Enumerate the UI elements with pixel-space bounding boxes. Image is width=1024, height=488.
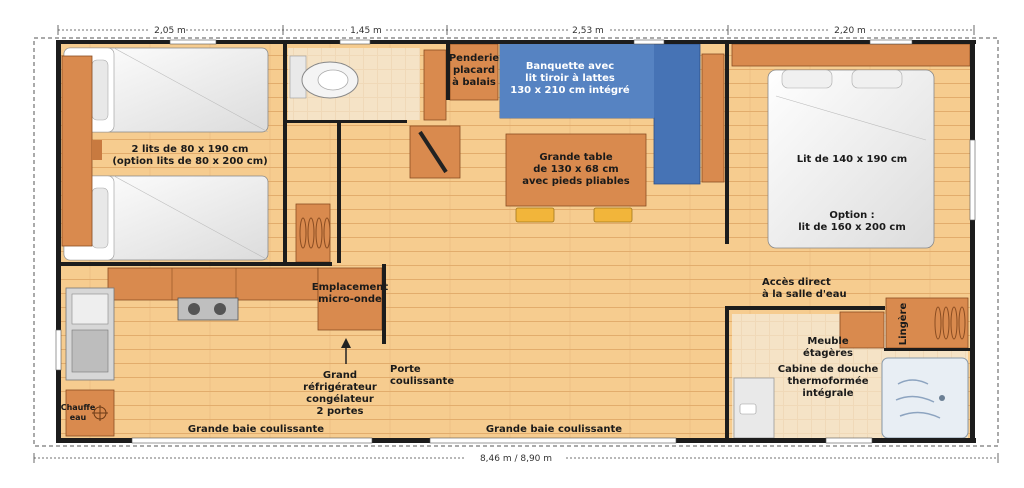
dim-top-4: 2,20 m (834, 26, 866, 36)
wardrobe-left (61, 55, 93, 247)
label-shower-2: thermoformée (787, 375, 868, 387)
fridge-arrow (341, 338, 351, 364)
dim-top-3: 2,53 m (572, 26, 604, 36)
chair-icon (593, 207, 633, 223)
dim-top-2: 1,45 m (350, 26, 382, 36)
bathroom (732, 297, 969, 440)
label-beds-twin-2: (option lits de 80 x 200 cm) (112, 156, 267, 167)
label-acces-2: à la salle d'eau (762, 288, 847, 300)
window (869, 39, 913, 45)
label-penderie-2: placard (453, 65, 495, 76)
dim-top-1: 2,05 m (154, 26, 186, 36)
label-fridge-1: Grand (323, 370, 357, 381)
label-banquette-2: lit tiroir à lattes (525, 72, 615, 84)
label-option-2: lit de 160 x 200 cm (798, 222, 906, 233)
shelf-unit (295, 203, 331, 263)
label-shower-1: Cabine de douche (778, 364, 879, 375)
top-dimensions (57, 25, 975, 35)
windows (55, 39, 976, 444)
label-chauffe-1: Chauffe (61, 403, 96, 412)
label-shower-3: intégrale (802, 387, 853, 399)
label-acces-1: Accès direct (762, 276, 831, 288)
label-table-2: de 130 x 68 cm (533, 164, 618, 175)
label-lingere: Lingère (897, 302, 909, 345)
label-table-1: Grande table (539, 152, 613, 163)
double-bed (767, 69, 935, 249)
label-penderie-1: Penderie (449, 53, 500, 64)
dim-bottom: 8,46 m / 8,90 m (480, 454, 552, 464)
sliding-window (429, 437, 677, 444)
twin-bedroom (61, 47, 331, 263)
label-beds-twin-1: 2 lits de 80 x 190 cm (132, 144, 249, 155)
kitchen-counter (107, 267, 319, 301)
label-double-bed: Lit de 140 x 190 cm (797, 154, 907, 165)
sliding-window (131, 437, 373, 444)
chair-icon (515, 207, 555, 223)
label-baie-left: Grande baie coulissante (188, 424, 324, 435)
label-fridge-4: 2 portes (317, 406, 364, 417)
label-micro-2: micro-onde (318, 294, 382, 305)
window (55, 329, 62, 371)
label-porte-2: coulissante (390, 376, 454, 387)
double-bedroom (731, 43, 971, 249)
label-micro-1: Emplacement (312, 282, 389, 293)
label-banquette-3: 130 x 210 cm intégré (510, 84, 630, 96)
cooktop (177, 297, 239, 321)
label-meuble-1: Meuble (807, 336, 848, 347)
window (339, 39, 371, 45)
kitchen (65, 267, 383, 437)
micro-onde-space (317, 267, 383, 331)
wc-room (288, 48, 447, 121)
label-chauffe-2: eau (70, 413, 87, 422)
label-fridge-3: congélateur (306, 393, 374, 405)
window (633, 39, 665, 45)
label-penderie-3: à balais (452, 76, 496, 88)
window (169, 39, 217, 45)
penderie-closet (449, 43, 499, 101)
window (825, 437, 873, 444)
dining-table (505, 133, 647, 207)
label-option-1: Option : (829, 210, 874, 221)
window (969, 139, 976, 221)
label-fridge-2: réfrigérateur (303, 381, 377, 393)
label-porte-1: Porte (390, 364, 421, 375)
label-table-3: avec pieds pliables (522, 176, 630, 187)
label-meuble-2: étagères (803, 347, 853, 359)
label-banquette-1: Banquette avec (526, 61, 614, 72)
label-baie-right: Grande baie coulissante (486, 424, 622, 435)
lingere-cabinet (885, 297, 969, 349)
